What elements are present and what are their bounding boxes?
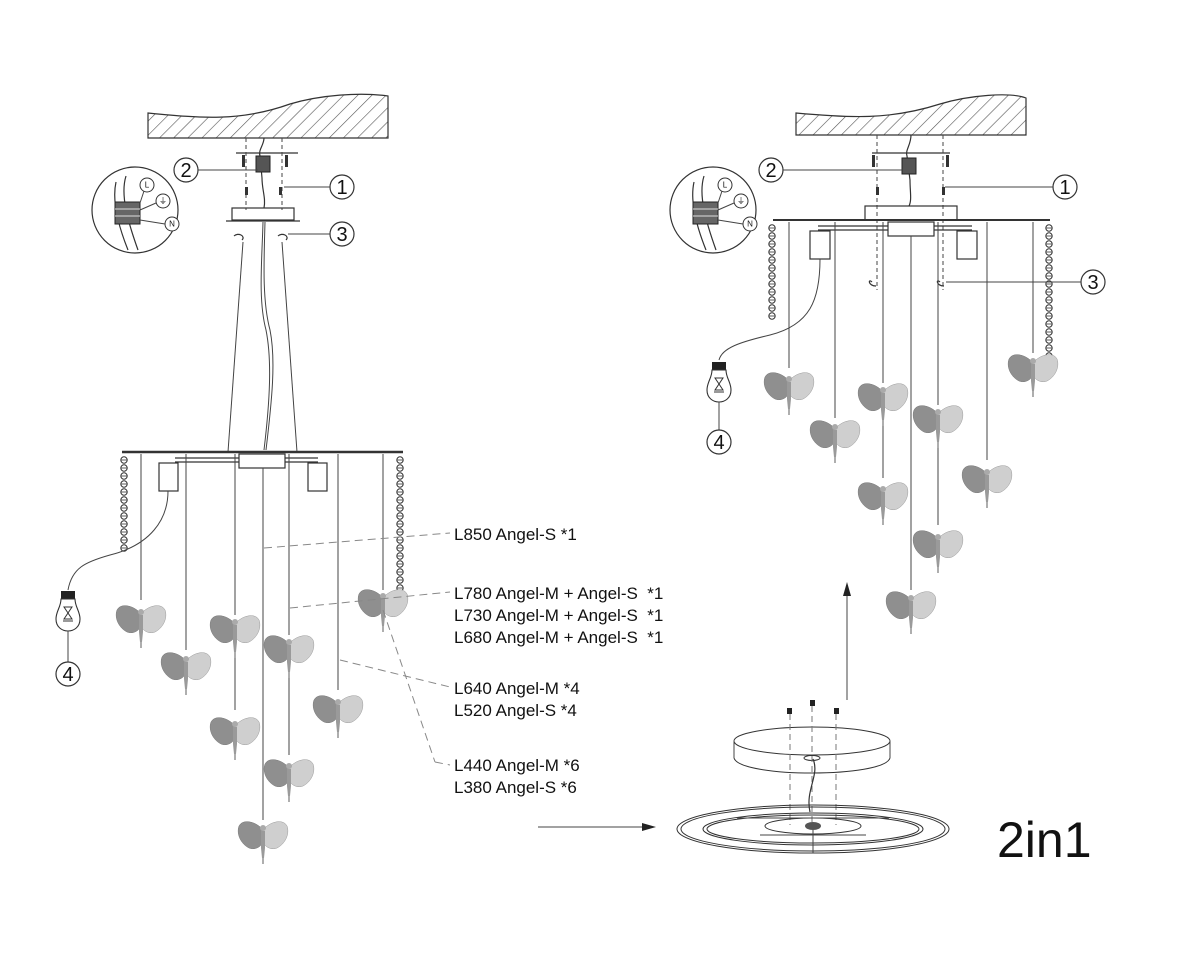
terminal-L-label-right: L — [723, 181, 728, 190]
bead-strand-right — [396, 456, 404, 592]
callout-2-right: 2 — [758, 157, 903, 183]
callout-3-left: 3 — [288, 221, 355, 247]
callout-3-right: 3 — [946, 269, 1106, 295]
svg-text:1: 1 — [1059, 177, 1070, 199]
mode-label-2in1: 2in1 — [997, 812, 1092, 868]
terminal-N-label: N — [169, 220, 175, 229]
bead-strand-right-right — [1045, 224, 1053, 360]
callout-2-left: 2 — [173, 157, 258, 183]
label-l440: L440 Angel-M *6 — [454, 756, 580, 775]
wiring-detail-left: L ⏚ N — [91, 166, 180, 254]
bead-strand-left — [120, 456, 128, 552]
callout-4-left: 4 — [55, 661, 81, 687]
ceiling-left — [147, 93, 389, 139]
svg-text:4: 4 — [62, 664, 73, 686]
bead-strand-right-left — [768, 224, 776, 320]
label-l380: L380 Angel-S *6 — [454, 778, 577, 797]
bulb-icon-left — [55, 590, 81, 632]
svg-text:2: 2 — [180, 160, 191, 182]
terminal-N-label-right: N — [747, 220, 753, 229]
pendant-length-labels: L850 Angel-S *1 L780 Angel-M + Angel-S *… — [454, 525, 663, 797]
terminal-earth-label-right: ⏚ — [737, 197, 745, 206]
label-l730: L730 Angel-M + Angel-S *1 — [454, 606, 663, 625]
arrow-right-icon — [642, 823, 656, 831]
svg-text:1: 1 — [336, 177, 347, 199]
wiring-detail-right: L ⏚ N — [669, 166, 758, 254]
label-l850: L850 Angel-S *1 — [454, 525, 577, 544]
label-l780: L780 Angel-M + Angel-S *1 — [454, 584, 663, 603]
svg-text:3: 3 — [1087, 272, 1098, 294]
callout-1-right: 1 — [945, 174, 1078, 200]
label-l680: L680 Angel-M + Angel-S *1 — [454, 628, 663, 647]
leader-lines — [263, 532, 451, 766]
terminal-L-label: L — [145, 181, 150, 190]
callout-4-right: 4 — [706, 429, 732, 455]
svg-text:2: 2 — [765, 160, 776, 182]
bulb-icon-right — [706, 361, 732, 403]
conversion-detail — [538, 582, 950, 854]
ceiling-right — [795, 94, 1027, 136]
svg-text:4: 4 — [713, 432, 724, 454]
right-assembly: L ⏚ N 2 1 3 4 — [669, 94, 1106, 635]
label-l520: L520 Angel-S *4 — [454, 701, 577, 720]
angel-figures-left — [115, 589, 409, 865]
left-assembly: L ⏚ N 2 1 3 4 — [55, 93, 409, 865]
callout-1-left: 1 — [284, 174, 355, 200]
label-l640: L640 Angel-M *4 — [454, 679, 580, 698]
terminal-earth-label: ⏚ — [159, 197, 167, 206]
svg-text:3: 3 — [336, 224, 347, 246]
arrow-up-icon — [843, 582, 851, 596]
